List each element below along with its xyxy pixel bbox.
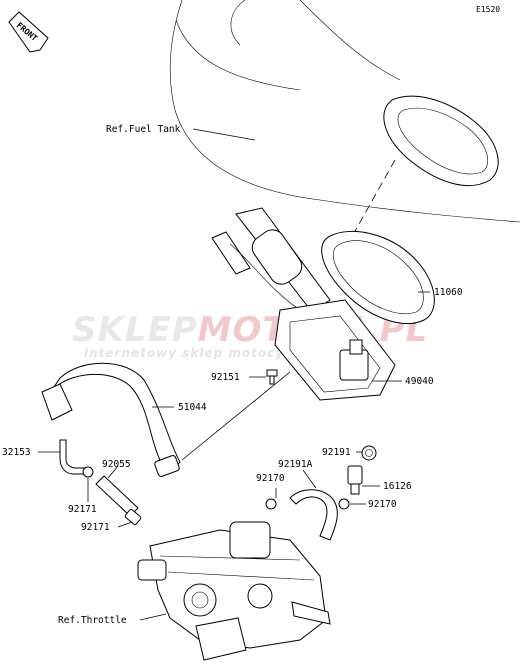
- label-92151: 92151: [211, 372, 240, 383]
- front-arrow-icon: FRONT: [8, 11, 49, 53]
- diagram-code: E1520: [476, 5, 500, 14]
- label-11060: 11060: [434, 287, 463, 298]
- watermark-brand-1: SKLEP: [72, 310, 198, 350]
- label-51044: 51044: [178, 402, 207, 413]
- ref-fuel-tank-label: Ref.Fuel Tank: [106, 124, 181, 135]
- tank-gasket-top: [383, 95, 499, 187]
- clamp-92170-b: [338, 498, 350, 510]
- ref-throttle-label: Ref.Throttle: [58, 615, 127, 626]
- label-92191: 92055: [102, 459, 131, 470]
- label-92191a: 92191A: [278, 459, 313, 470]
- clamp-92170-a: [265, 498, 277, 510]
- watermark-tagline: internetowy sklep motocyklowy: [84, 346, 328, 360]
- pump-gasket-11060: [321, 230, 435, 324]
- label-92170-b: 92170: [368, 499, 397, 510]
- bolt-92151: [266, 369, 278, 385]
- label-32153: 32153: [2, 447, 31, 458]
- label-92171-b: 92171: [81, 522, 110, 533]
- fuel-pump-assembly-49040: [211, 207, 396, 401]
- label-92170-a: 92170: [256, 473, 285, 484]
- label-49040: 49040: [405, 376, 434, 387]
- label-92055: 92191: [322, 447, 351, 458]
- label-92171-a: 92171: [68, 504, 97, 515]
- sensor-16126: [347, 465, 363, 495]
- o-ring-92055: [361, 445, 377, 461]
- fuel-tank-outline: [169, 0, 520, 223]
- clamp-92171-a: [82, 466, 94, 478]
- hose-92191a: [289, 489, 338, 541]
- throttle-body: [137, 521, 331, 661]
- fitting-32153: [59, 439, 85, 475]
- fuel-hose-51044: [41, 362, 181, 477]
- label-16126: 16126: [383, 481, 412, 492]
- hose-92191: [95, 475, 142, 526]
